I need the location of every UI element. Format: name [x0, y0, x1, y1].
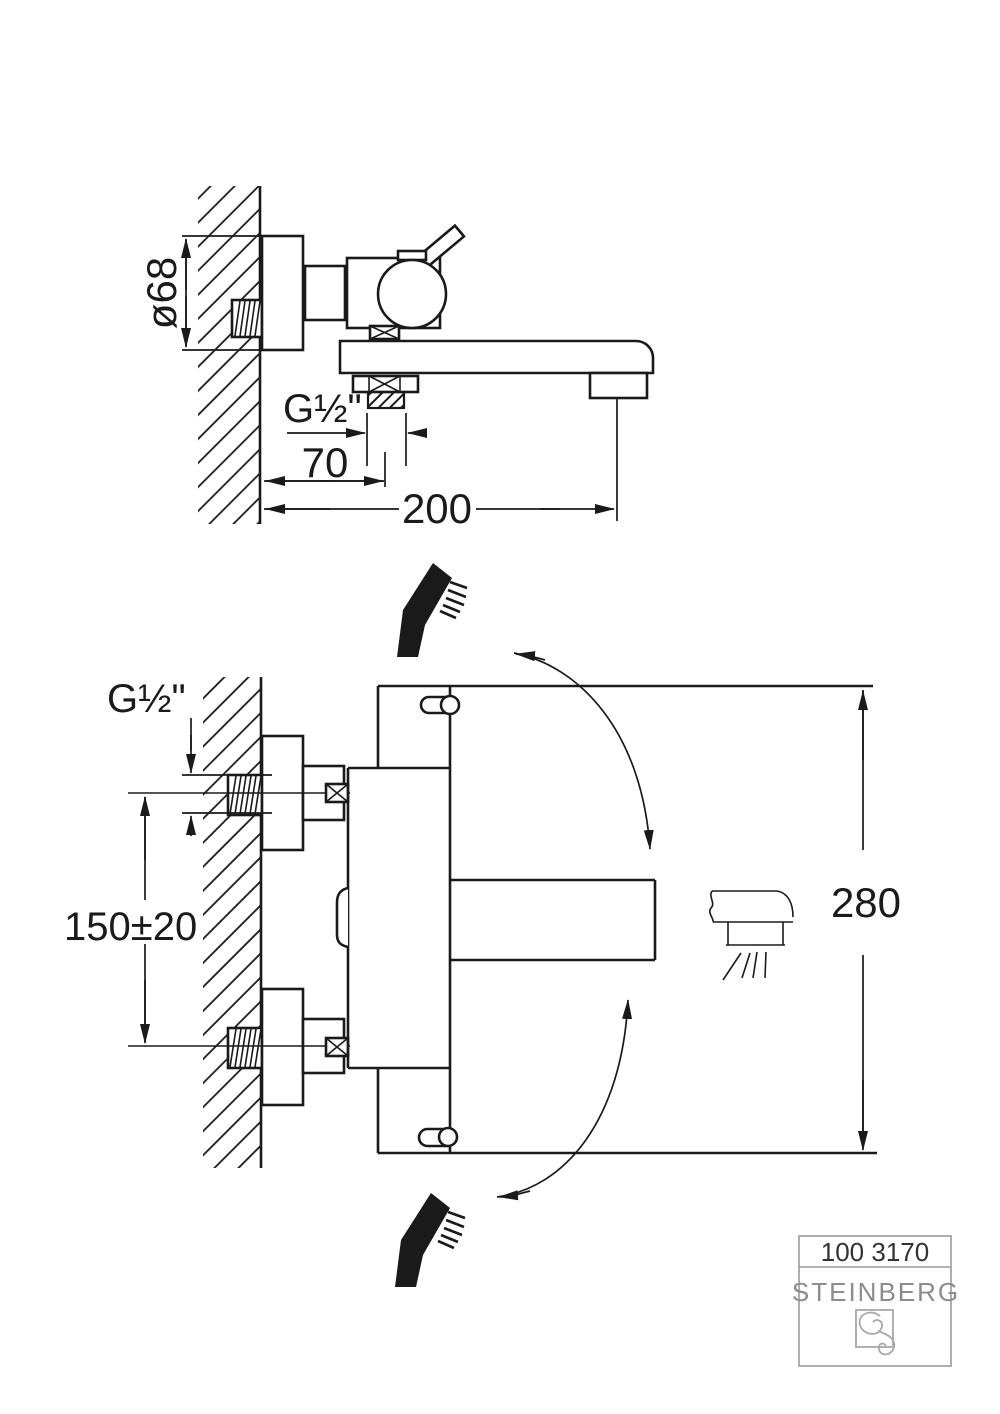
front-view: G½" 150±20 280: [64, 561, 901, 1289]
shower-outlet-nut: [351, 374, 420, 394]
dim-wall-offset-70: 70: [264, 439, 386, 487]
inlet-spacing-label: 150±20: [64, 905, 197, 949]
wall-hatch-front: [203, 677, 261, 1168]
wall-offset-label: 70: [302, 439, 349, 486]
dim-inlet-spacing: 150±20: [64, 796, 197, 1044]
side-view: ø68 G½" 70 200: [138, 186, 655, 532]
wall-hatch: [198, 186, 260, 524]
hand-shower-icon-top: [395, 561, 469, 659]
swivel-arrow-up: [513, 651, 654, 850]
spout-length-label: 200: [402, 485, 472, 532]
upper-inlet: [128, 734, 350, 852]
spout-outlet-icon: [708, 890, 794, 981]
aerator-side: [588, 371, 649, 400]
thread-label-front: G½": [107, 677, 186, 721]
swivel-range-label: 280: [831, 879, 901, 926]
diameter-label: ø68: [138, 257, 185, 329]
dim-spout-length-200: 200: [264, 399, 618, 532]
mixer-body-side: [345, 223, 466, 341]
thread-label-side: G½": [283, 387, 362, 431]
spout-side: [338, 339, 655, 410]
thread-plug: [366, 390, 406, 410]
spout-joint: [368, 324, 401, 341]
swivel-arrow-down: [496, 999, 633, 1201]
pivot-screw-bottom: [417, 1126, 459, 1148]
lower-inlet: [128, 987, 350, 1107]
dim-thread-side: G½": [283, 387, 427, 466]
title-block: 100 3170 STEINBERG: [792, 1235, 960, 1367]
brand-logo-icon: [855, 1309, 896, 1356]
dim-diameter-68: ø68: [138, 235, 300, 351]
ball-joint: [376, 258, 448, 330]
dim-thread-front: G½": [107, 677, 272, 836]
pivot-screw-top: [419, 694, 461, 716]
mixer-body-front: [335, 684, 877, 1155]
lever-handle-front: [335, 886, 349, 949]
dim-swivel-range: 280: [831, 690, 901, 1151]
hand-shower-icon-bottom: [393, 1191, 467, 1289]
spout-front: [450, 878, 657, 962]
model-number: 100 3170: [821, 1237, 929, 1267]
brand-name: STEINBERG: [792, 1277, 960, 1307]
